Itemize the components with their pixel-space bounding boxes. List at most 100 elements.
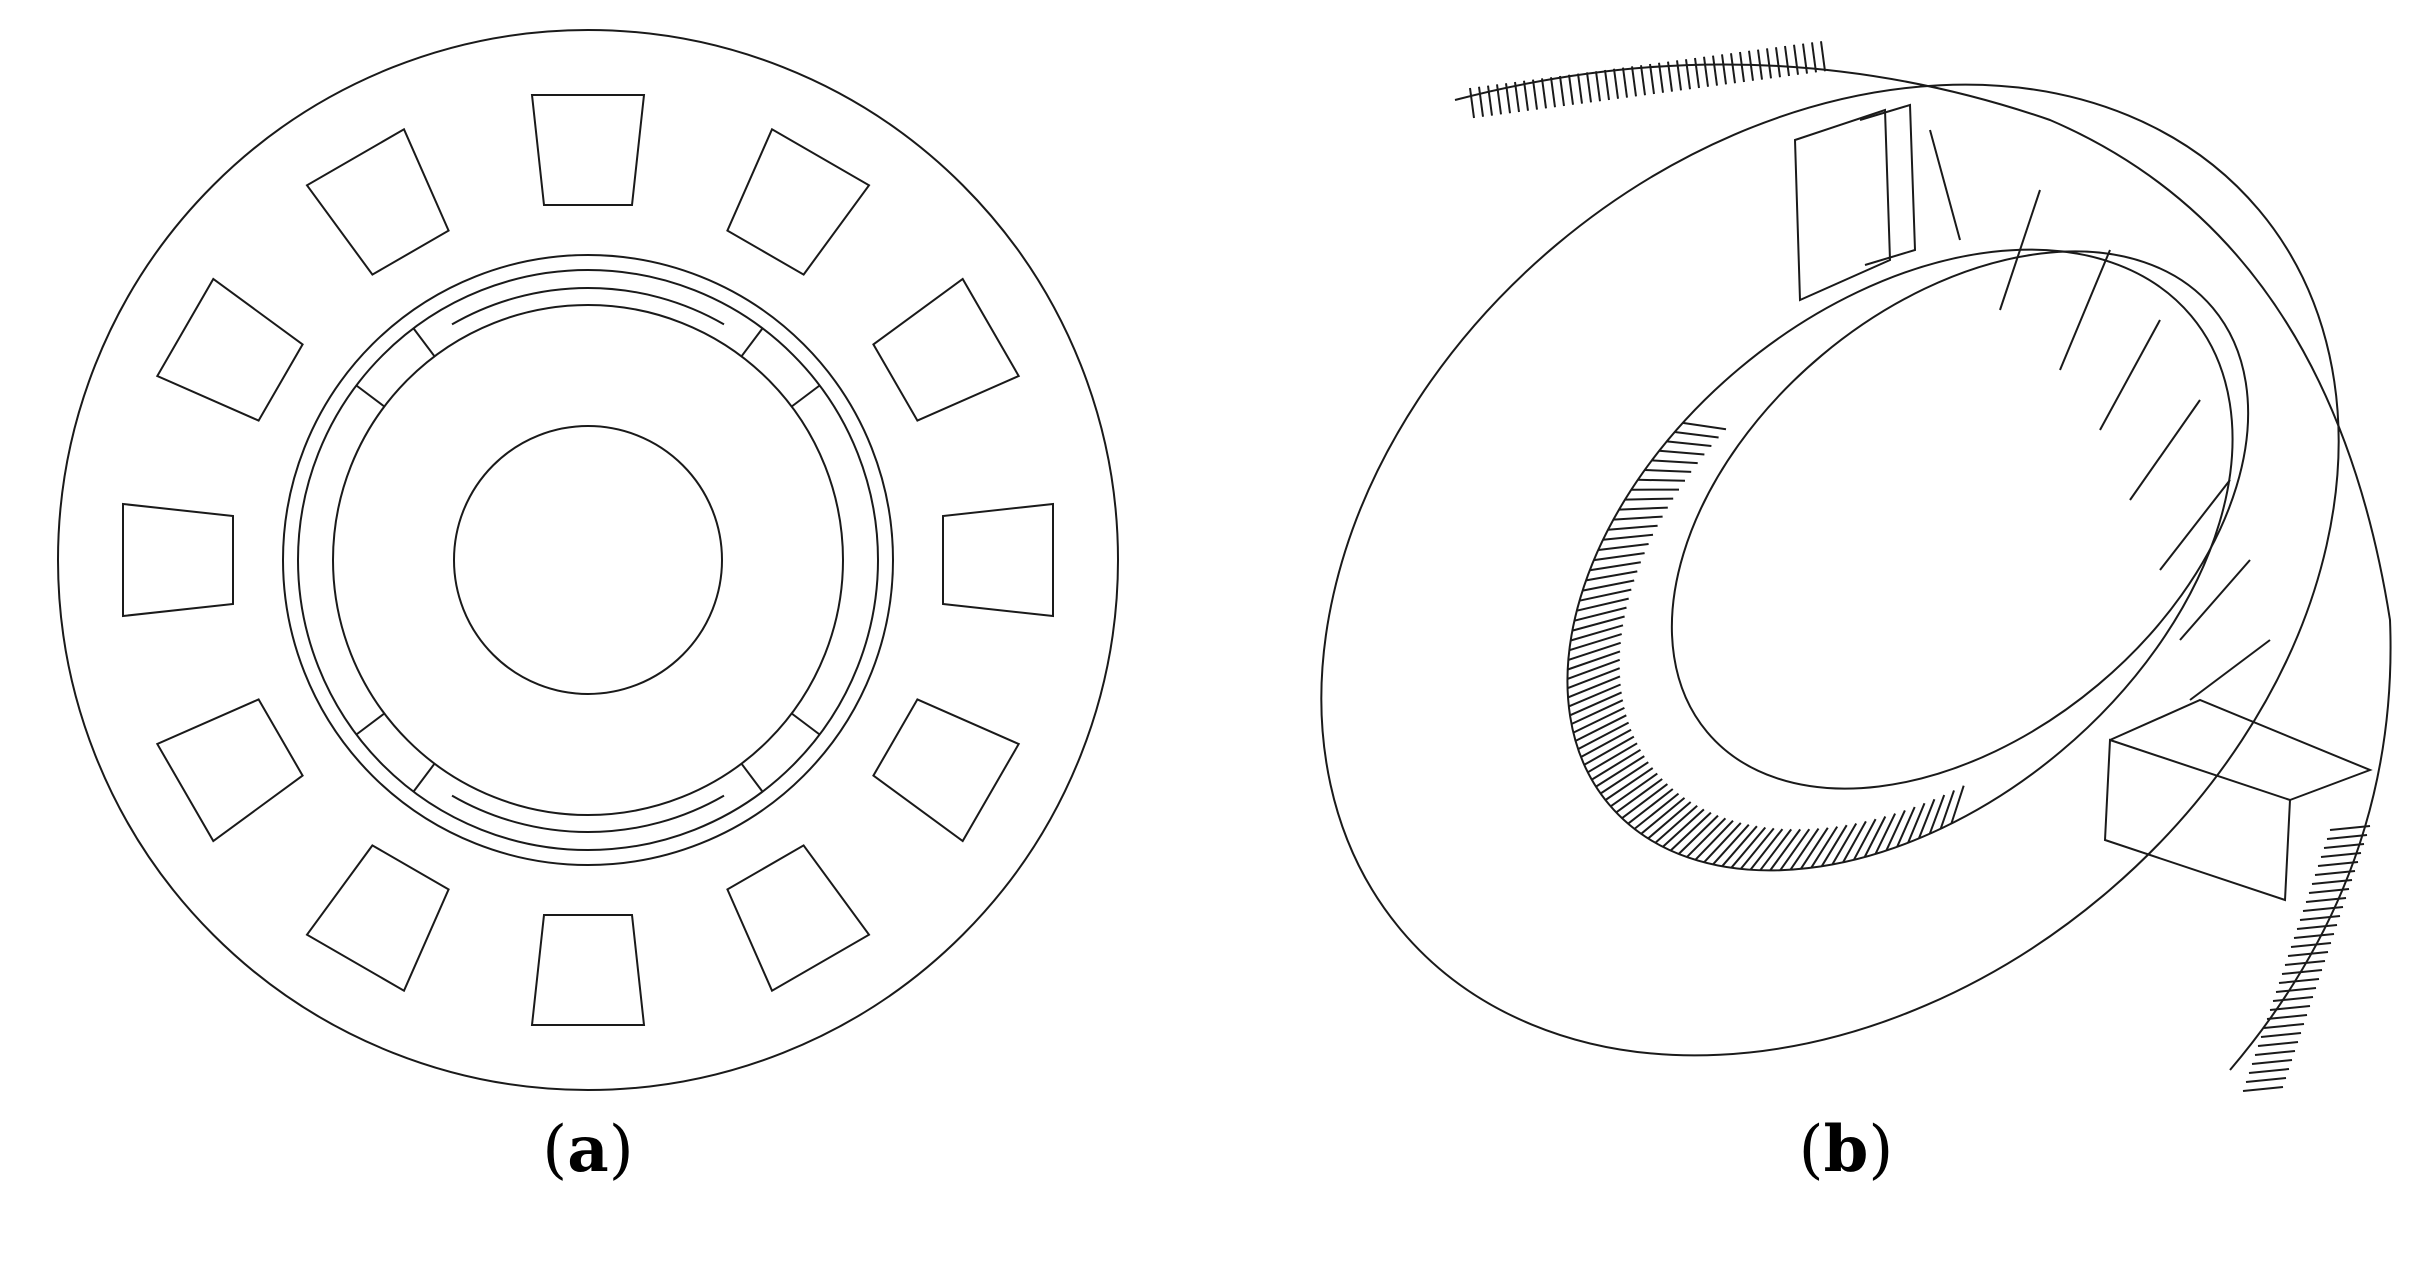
rim-hatch-top: [1649, 63, 1655, 95]
rim-hatch-top: [1496, 84, 1502, 115]
rim-hatch-right: [2293, 933, 2335, 939]
inner-tooth: [1613, 515, 1663, 521]
rim-hatch-top: [1622, 67, 1628, 98]
outer-side-slots: [1929, 129, 2271, 701]
inner-tooth: [1918, 798, 1936, 839]
inner-tooth: [1740, 827, 1775, 870]
rim-hatch-top: [1595, 71, 1601, 102]
stator-bore-circle: [282, 254, 894, 866]
caption-a-close: ): [608, 1113, 634, 1187]
inner-tooth: [1598, 543, 1649, 551]
inner-tooth: [1703, 822, 1742, 863]
inner-tooth: [1842, 820, 1867, 863]
rim-hatch-right: [2323, 843, 2365, 849]
side-slot-line: [2189, 639, 2271, 701]
rim-hatch-top: [1748, 50, 1754, 81]
rim-hatch-top: [1730, 53, 1736, 84]
rim-hatch-right: [2326, 834, 2368, 840]
rim-hatch-top: [1712, 55, 1718, 86]
inner-tooth: [1863, 816, 1887, 858]
inner-tooth: [1615, 778, 1663, 814]
rim-hatch-top: [1568, 74, 1574, 105]
rim-hatch-right: [2317, 861, 2359, 867]
magnet-gap-line: [740, 763, 764, 793]
inner-tooth: [1651, 459, 1698, 465]
inner-tooth: [1874, 813, 1896, 855]
cutaway-bottom-face: [2109, 698, 2373, 801]
stator-outer-circle: [57, 29, 1119, 1091]
inner-tooth: [1674, 431, 1719, 439]
inner-tooth: [1831, 822, 1858, 865]
inner-tooth: [1604, 767, 1654, 801]
inner-tooth: [1582, 579, 1635, 592]
inner-tooth: [1682, 421, 1727, 431]
stator-slot: [155, 277, 304, 422]
rim-hatch-top: [1721, 54, 1727, 85]
rim-hatch-top: [1820, 41, 1826, 72]
inner-tooth: [1569, 633, 1622, 652]
rim-hatch-top: [1532, 79, 1538, 110]
rotor-inner-circle: [332, 304, 844, 816]
inner-tooth: [1659, 449, 1705, 456]
rim-hatch-top: [1559, 75, 1565, 107]
stator-slot: [530, 94, 646, 206]
ring-inner-edge: [1566, 248, 2234, 872]
inner-tooth: [1712, 824, 1750, 866]
stator-slot: [305, 844, 450, 993]
inner-tooth: [1580, 728, 1632, 758]
inner-tooth: [1853, 818, 1877, 861]
inner-tooth: [1950, 785, 1965, 824]
inner-tooth: [1567, 658, 1621, 680]
inner-tooth: [1907, 802, 1926, 844]
outer-rim-hatch: [1469, 41, 2371, 1092]
rim-hatch-top: [1793, 44, 1799, 75]
inner-tooth: [1928, 794, 1946, 835]
rim-hatch-top: [1586, 72, 1592, 103]
rim-hatch-top: [1487, 85, 1493, 116]
inner-tooth: [1600, 761, 1649, 795]
rim-hatch-top: [1667, 61, 1673, 92]
rim-hatch-right: [2254, 1050, 2296, 1056]
inner-tooth: [1820, 824, 1848, 867]
inner-tooth: [1574, 606, 1627, 622]
inner-tooth: [1591, 748, 1642, 781]
inner-tooth: [1627, 788, 1674, 825]
rim-hatch-right: [2302, 906, 2344, 912]
inner-tooth: [1654, 805, 1698, 844]
rim-hatch-top: [1631, 66, 1637, 97]
inner-tooth: [1568, 641, 1622, 661]
rim-hatch-top: [1658, 62, 1664, 93]
magnet-gap-line: [412, 763, 436, 793]
inner-tooth: [1694, 820, 1734, 861]
cutaway-bottom: [2103, 738, 2292, 902]
caption-b-letter: b: [1823, 1112, 1869, 1187]
rim-hatch-right: [2245, 1077, 2287, 1083]
inner-tooth: [1583, 735, 1635, 766]
rim-hatch-right: [2320, 852, 2362, 858]
rim-hatch-top: [1550, 77, 1556, 108]
ring-outer-edge: [1320, 83, 2340, 1057]
cutaway-top-slot: [1859, 103, 1917, 266]
side-slot-line: [2059, 249, 2111, 371]
rim-hatch-top: [1478, 86, 1484, 117]
inner-tooth: [1769, 828, 1802, 871]
rim-hatch-top: [1685, 59, 1691, 90]
rim-hatch-top: [1640, 65, 1646, 96]
rim-hatch-top: [1577, 73, 1583, 104]
rim-hatch-top: [1469, 87, 1475, 119]
inner-tooth: [1625, 497, 1674, 501]
stator-slot: [726, 127, 871, 276]
pole-arc: [451, 794, 725, 833]
inner-tooth: [1567, 650, 1621, 671]
inner-tooth: [1885, 809, 1906, 851]
inner-tooth: [1721, 825, 1758, 867]
rotor-magnets: [355, 287, 821, 833]
side-slot-line: [2099, 319, 2161, 431]
rim-hatch-right: [2290, 942, 2332, 948]
inner-tooth: [1759, 828, 1792, 871]
shaft-circle: [453, 425, 723, 695]
rim-hatch-right: [2269, 1005, 2311, 1011]
inner-tooth: [1779, 828, 1811, 871]
cutaway-top: [1793, 108, 1892, 302]
rim-hatch-right: [2308, 888, 2350, 894]
